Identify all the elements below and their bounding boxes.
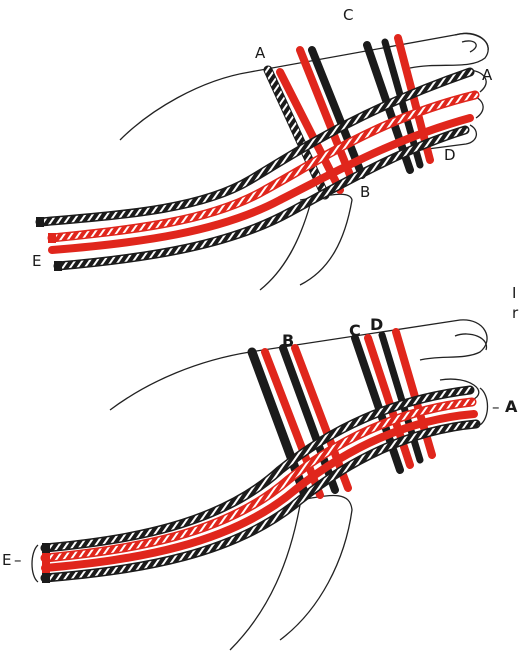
top-label-c: C: [343, 6, 353, 24]
top-label-a-left: A: [255, 44, 266, 62]
bottom-label-c: C: [349, 321, 361, 340]
edge-mark-top: I: [512, 284, 516, 302]
bottom-leader-e: –: [14, 551, 22, 569]
bottom-bracket-e: [32, 545, 38, 582]
top-label-a-right: A: [482, 66, 493, 84]
bottom-label-a: A: [505, 397, 518, 416]
bottom-bracket-a: [480, 388, 488, 425]
bottom-running-cords: [45, 390, 476, 578]
bottom-label-d: D: [370, 315, 383, 334]
top-label-d: D: [444, 146, 456, 164]
bottom-label-e: E: [2, 551, 11, 569]
top-label-e: E: [32, 252, 41, 270]
top-panel: A C A B D E: [32, 6, 493, 290]
top-label-b: B: [360, 183, 370, 201]
edge-mark-bottom: r: [512, 304, 519, 322]
bottom-panel: B C D – A E –: [2, 315, 518, 650]
bottom-cord-ends: [42, 543, 50, 583]
bottom-leader-a: –: [492, 398, 500, 416]
bottom-label-b: B: [282, 331, 294, 350]
